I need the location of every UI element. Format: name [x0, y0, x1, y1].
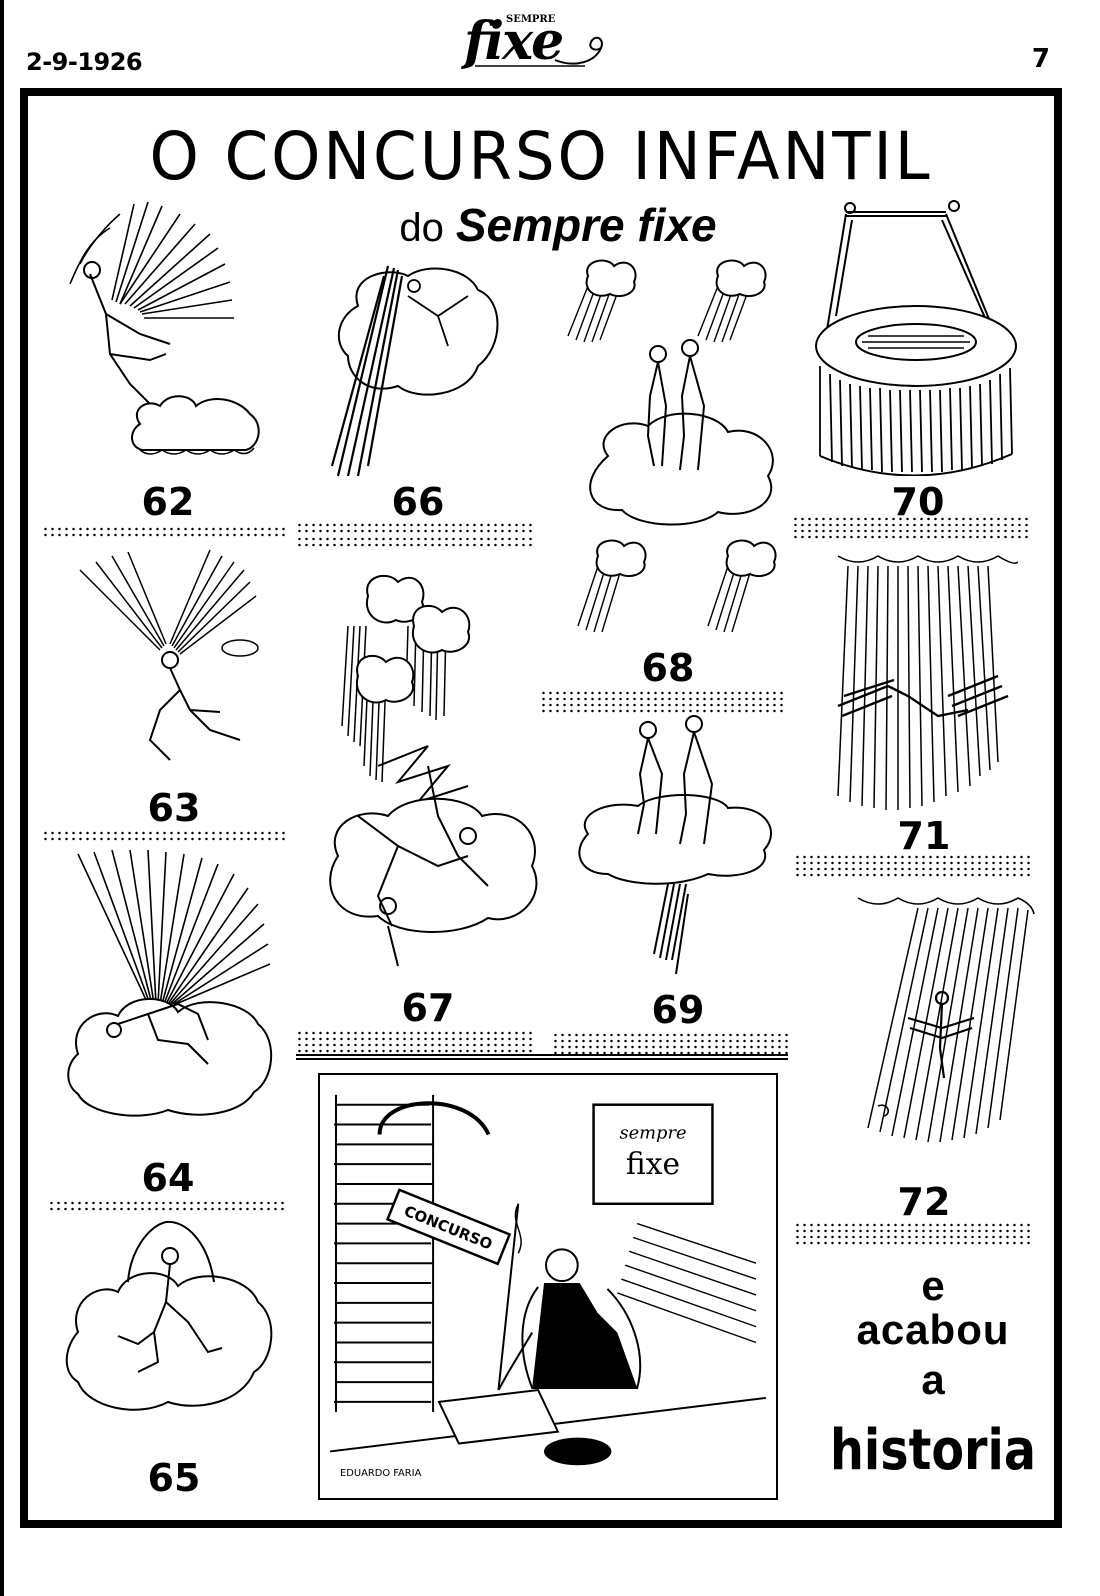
angel-flying-icon [69, 201, 260, 455]
angel-descending-icon [330, 265, 499, 477]
panel-number-72: 72 [897, 1180, 951, 1224]
double-rule-separator [296, 1054, 788, 1060]
dotted-separator [296, 1030, 536, 1042]
panel-number-69: 69 [651, 988, 705, 1032]
cartoon-67 [318, 566, 548, 986]
dotted-separator [552, 1044, 788, 1056]
subtitle-prefix: do [399, 206, 444, 250]
panel-number-62: 62 [141, 480, 195, 524]
sign-line2: fixe [626, 1147, 680, 1182]
page-number: 7 [1031, 44, 1050, 74]
panel-number-64: 64 [141, 1156, 195, 1200]
final-cartoon-panel: CONCURSO sempre fixe EDUARDO FARIA [318, 1073, 778, 1500]
artist-signature: EDUARDO FARIA [340, 1468, 422, 1479]
subtitle-brand: Sempre fixe [455, 199, 717, 251]
dotted-separator [540, 690, 786, 702]
cartoon-62 [50, 184, 260, 464]
couple-walking-icon [578, 715, 772, 975]
dotted-separator [794, 866, 1030, 878]
ending-line-2: acabou [856, 1306, 1010, 1353]
panel-number-68: 68 [641, 646, 695, 690]
panel-number-63: 63 [147, 786, 201, 830]
dotted-separator [792, 516, 1028, 528]
binder-edge [0, 0, 4, 1596]
cartoon-72 [848, 888, 1038, 1158]
cartoon-66 [318, 256, 508, 486]
dotted-separator [794, 854, 1030, 866]
ending-line-1: e [921, 1262, 945, 1309]
editor-writing-icon: CONCURSO sempre fixe EDUARDO FARIA [329, 1094, 767, 1479]
dotted-separator [42, 830, 286, 842]
couple-on-cloud-icon [567, 259, 777, 633]
panel-number-65: 65 [147, 1456, 201, 1500]
cartoon-69 [568, 714, 778, 984]
logo-small-text: SEMPRE [506, 14, 556, 25]
page-title: O CONCURSO INFANTIL [149, 118, 933, 195]
cartoon-63 [60, 540, 270, 780]
dotted-separator [296, 536, 536, 548]
panel-number-66: 66 [391, 480, 445, 524]
panel-number-67: 67 [401, 986, 455, 1030]
angel-falling-icon [79, 549, 259, 761]
panel-number-71: 71 [897, 814, 951, 858]
newspaper-logo [455, 14, 615, 78]
dotted-separator [540, 702, 786, 714]
dotted-separator [296, 522, 536, 534]
dotted-separator [794, 1234, 1030, 1246]
well-with-crank-icon [815, 200, 1017, 476]
ending-line-4: historia [830, 1418, 1036, 1483]
cartoon-68 [558, 256, 798, 646]
dotted-separator [48, 1200, 288, 1212]
logo-swash-icon [475, 36, 603, 67]
angels-fighting-icon [329, 574, 538, 967]
angel-in-rain-icon [857, 897, 1035, 1143]
angel-in-rain-icon [837, 555, 1018, 811]
cartoon-70 [806, 196, 1036, 476]
dotted-separator [296, 1042, 536, 1054]
logo-main-text: fixe [464, 11, 564, 72]
issue-date: 2-9-1926 [26, 48, 143, 76]
masthead: 2-9-1926 SEMPRE fixe 7 [0, 0, 1100, 90]
dotted-separator [792, 528, 1028, 540]
angel-on-cloud-icon [65, 1220, 273, 1411]
cartoon-65 [58, 1212, 278, 1452]
cartoon-64 [58, 844, 278, 1146]
ending-line-3: a [921, 1356, 945, 1403]
dotted-separator [794, 1222, 1030, 1234]
dotted-separator [552, 1032, 788, 1044]
angel-landing-icon [67, 849, 272, 1117]
sign-line1: sempre [619, 1122, 686, 1143]
dotted-separator [42, 526, 286, 538]
cartoon-71 [828, 546, 1018, 816]
